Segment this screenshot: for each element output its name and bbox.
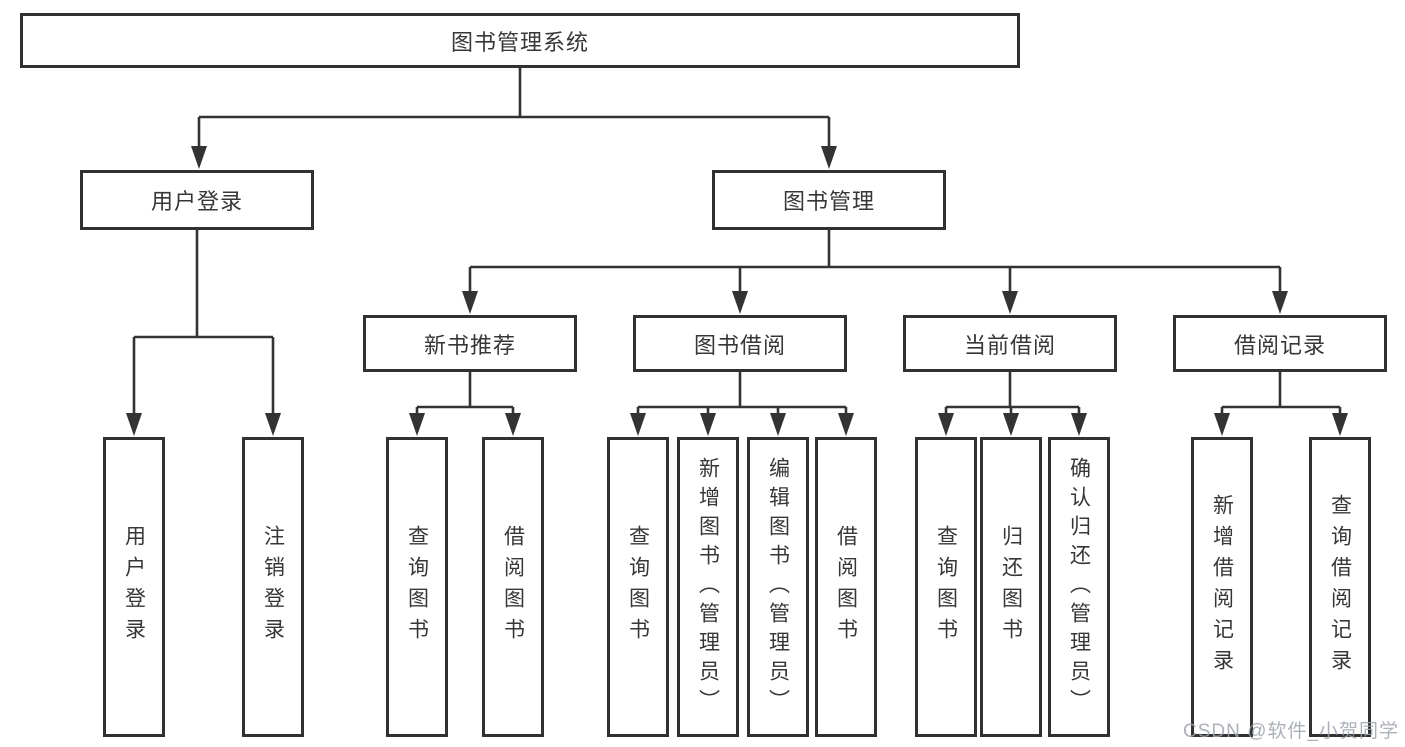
node-user-login: 用户登录 <box>80 170 314 230</box>
leaf-add-books-admin: 新增图书（管理员） <box>677 437 739 737</box>
leaf-query-borrow-record: 查询借阅记录 <box>1309 437 1371 737</box>
leaf-logout: 注销登录 <box>242 437 304 737</box>
leaf-query-books-recommend: 查询图书 <box>386 437 448 737</box>
leaf-add-borrow-record: 新增借阅记录 <box>1191 437 1253 737</box>
leaf-user-login: 用户登录 <box>103 437 165 737</box>
leaf-borrow-books-recommend: 借阅图书 <box>482 437 544 737</box>
node-current-borrowing: 当前借阅 <box>903 315 1117 372</box>
node-borrowing-records: 借阅记录 <box>1173 315 1387 372</box>
leaf-borrow-books-borrowing: 借阅图书 <box>815 437 877 737</box>
node-book-management: 图书管理 <box>712 170 946 230</box>
leaf-return-books: 归还图书 <box>980 437 1042 737</box>
node-root: 图书管理系统 <box>20 13 1020 68</box>
leaf-query-books-borrowing: 查询图书 <box>607 437 669 737</box>
leaf-query-books-current: 查询图书 <box>915 437 977 737</box>
leaf-confirm-return-admin: 确认归还（管理员） <box>1048 437 1110 737</box>
leaf-edit-books-admin: 编辑图书（管理员） <box>747 437 809 737</box>
node-new-book-recommendation: 新书推荐 <box>363 315 577 372</box>
watermark: CSDN @软件_小贺同学 <box>1183 721 1399 742</box>
node-book-borrowing: 图书借阅 <box>633 315 847 372</box>
